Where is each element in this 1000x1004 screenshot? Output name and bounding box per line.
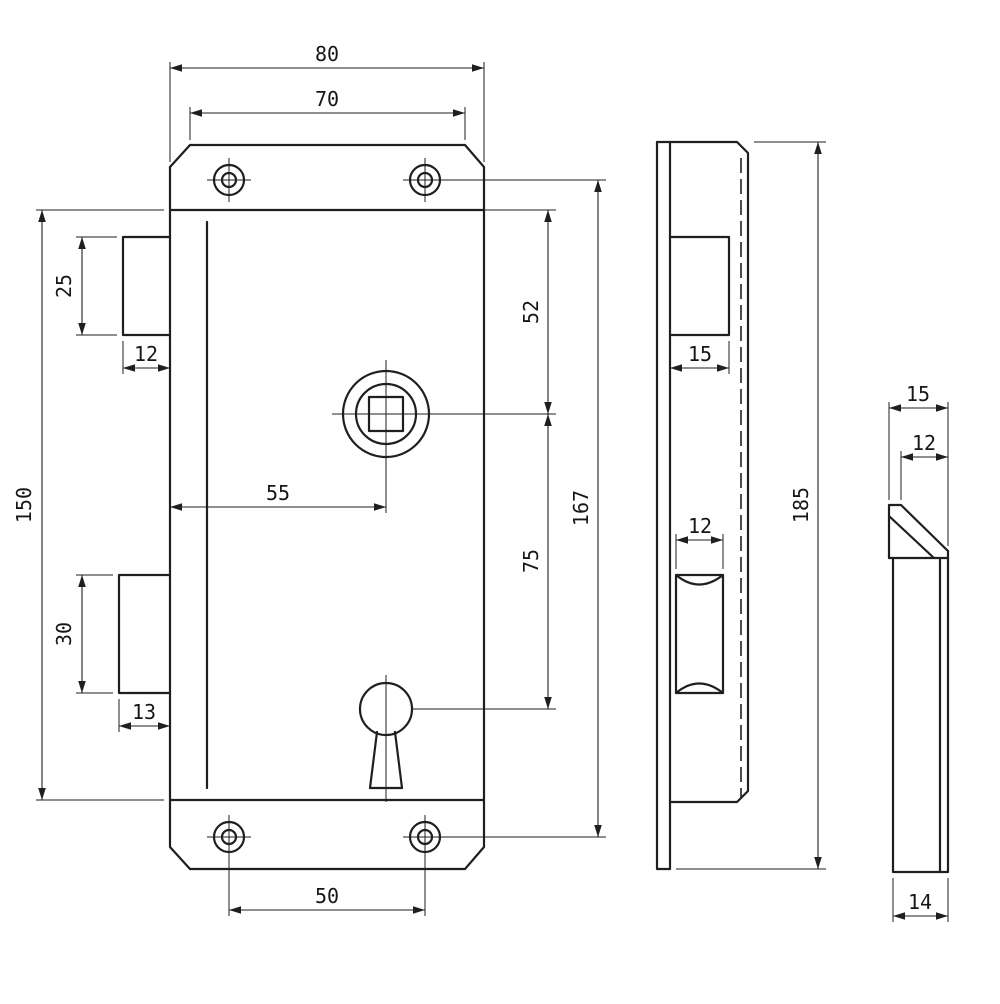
- extension-lines-profile: [888, 402, 949, 922]
- dim-label-latch-height: 25: [52, 274, 76, 298]
- side-bolt-cutout: [674, 573, 725, 695]
- screw-hole-bottom-right: [403, 815, 447, 859]
- dim-label-spindle-from-top: 52: [519, 300, 543, 324]
- side-view: 15 12 185: [655, 140, 826, 871]
- dim-label-latch-protrusion: 12: [134, 342, 158, 366]
- dim-label-profile-latch-depth: 15: [906, 382, 930, 406]
- dim-label-screw-centers-height: 167: [569, 490, 593, 526]
- front-view: 80 70 150 25 12 55 30 13 50 52 75 167: [12, 42, 606, 916]
- profile-latch-bevel: [887, 503, 950, 560]
- dim-label-tab-width: 70: [315, 87, 339, 111]
- screw-centerline-cross: [207, 158, 251, 202]
- screw-hole-top-right: [403, 158, 447, 202]
- dim-label-profile-latch-flat: 12: [912, 431, 936, 455]
- dim-label-side-overall-height: 185: [789, 487, 813, 523]
- extension-lines-side: [669, 141, 826, 870]
- dim-label-side-latch-width: 15: [688, 342, 712, 366]
- dead-bolt: [117, 573, 172, 695]
- extension-lines-front: [36, 62, 556, 801]
- side-outline: [655, 140, 750, 871]
- side-latch-cutout: [668, 235, 731, 337]
- dim-label-bolt-height: 30: [52, 622, 76, 646]
- dim-label-screw-spacing-bottom: 50: [315, 884, 339, 908]
- dim-label-case-height: 150: [12, 487, 36, 523]
- latch-bolt: [121, 235, 172, 337]
- screw-centerline-cross: [403, 158, 447, 202]
- dim-label-spindle-offset: 55: [266, 481, 290, 505]
- screw-hole-bottom-left: [207, 815, 251, 859]
- screw-centerline-cross: [207, 815, 251, 859]
- dim-label-profile-case-depth: 14: [908, 890, 932, 914]
- dim-label-keyhole-from-spindle: 75: [519, 549, 543, 573]
- dim-label-side-bolt-width: 12: [688, 514, 712, 538]
- screw-centerline-cross: [403, 815, 447, 859]
- profile-view: 15 12 14: [887, 382, 950, 922]
- profile-case-outline: [887, 549, 950, 874]
- dim-label-plate-width: 80: [315, 42, 339, 66]
- screw-hole-top-left: [207, 158, 251, 202]
- dim-label-bolt-protrusion: 13: [132, 700, 156, 724]
